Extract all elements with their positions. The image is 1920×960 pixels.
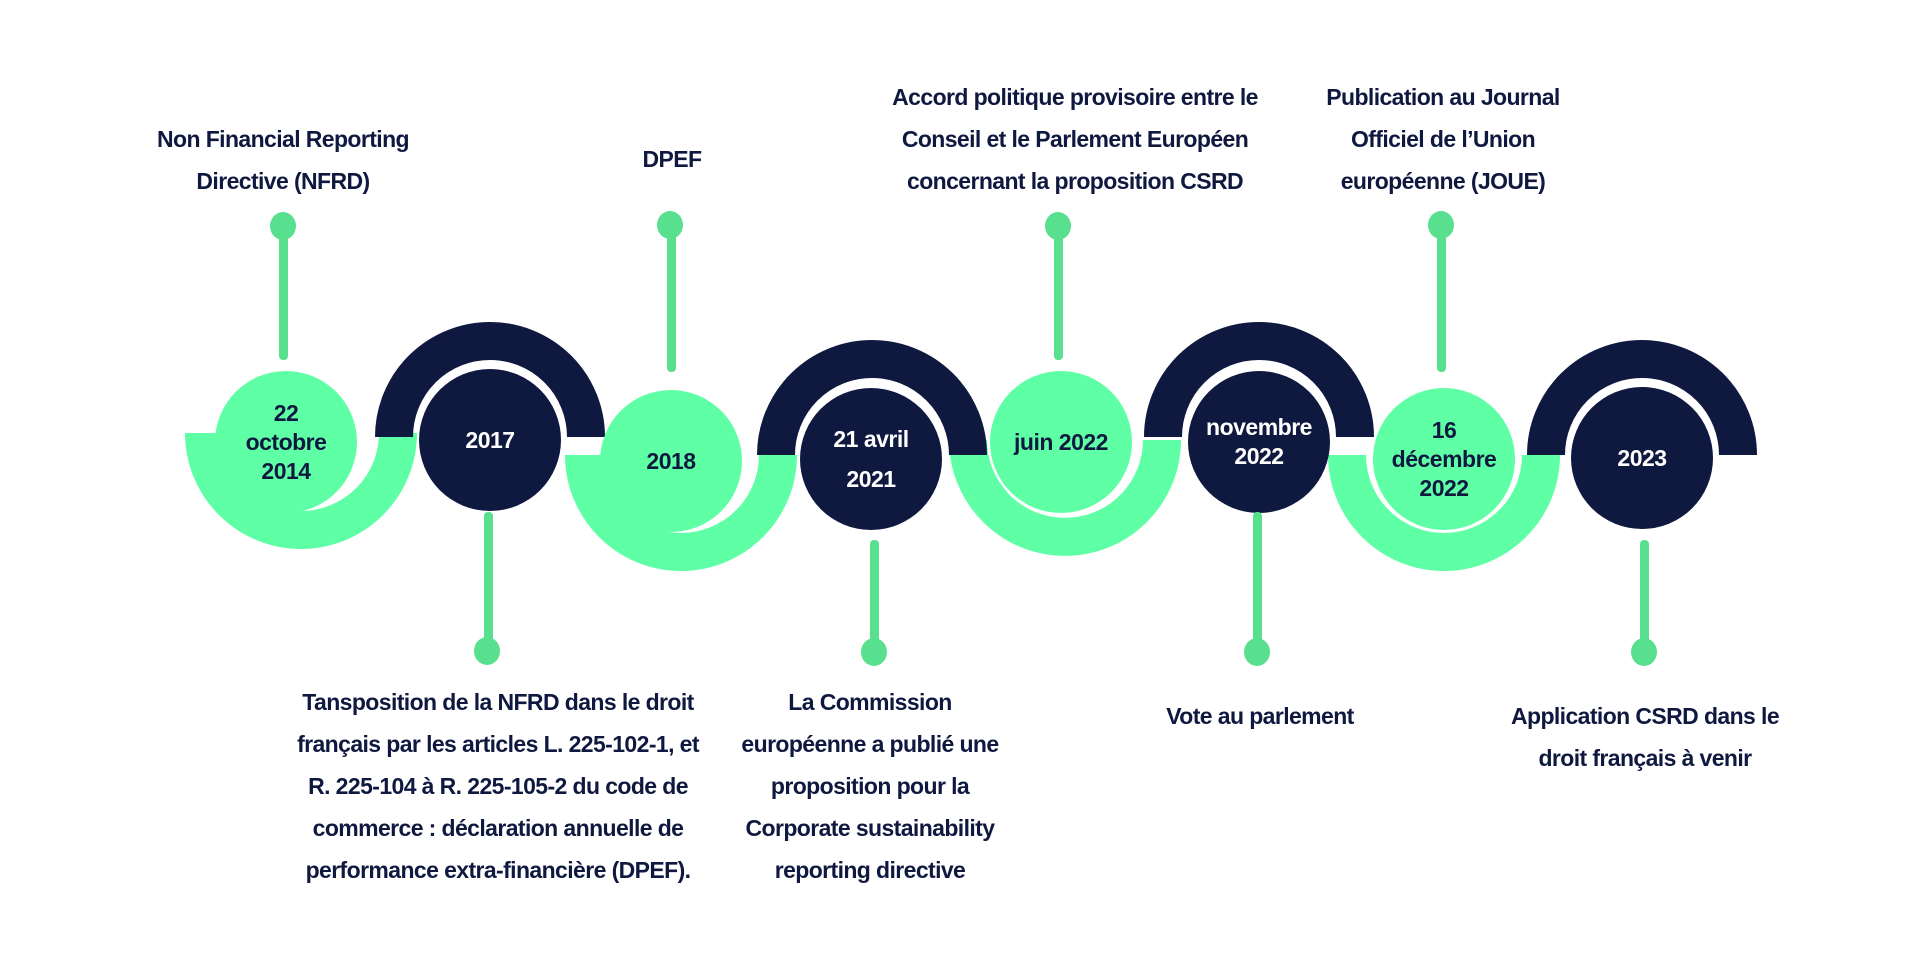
milestone-date: juin 2022 [1014, 428, 1108, 455]
milestone-stem [1640, 540, 1649, 644]
milestone-knob [270, 212, 296, 240]
milestone-caption: Tansposition de la NFRD dans le droit fr… [297, 689, 699, 883]
milestone-knob [657, 211, 683, 239]
milestone-caption: Non Financial Reporting Directive (NFRD) [157, 126, 410, 194]
milestone-stem [279, 228, 288, 360]
milestone-circle-2021: 21 avril 2021 [800, 388, 942, 530]
milestone-stem [1253, 512, 1262, 644]
milestone-circle-2022-dec: 16 décembre 2022 [1373, 388, 1515, 530]
milestone-date: 16 décembre 2022 [1391, 416, 1497, 501]
milestone-stem [484, 512, 493, 644]
milestone-date: 2017 [465, 426, 515, 453]
milestone-knob [861, 638, 887, 666]
milestone-circle-2022-nov: novembre 2022 [1188, 371, 1330, 513]
milestone-circle-2014: 22 octobre 2014 [215, 371, 357, 513]
milestone-caption: Publication au Journal Officiel de l’Uni… [1326, 84, 1560, 194]
milestone-date: 2023 [1617, 444, 1667, 471]
milestone-caption: Vote au parlement [1166, 703, 1354, 729]
milestone-stem [1054, 228, 1063, 360]
ring-lower-2022-dec [1328, 454, 1560, 571]
milestone-caption: DPEF [642, 146, 703, 172]
milestone-knob [474, 637, 500, 665]
milestone-knob [1631, 638, 1657, 666]
milestone-knob [1428, 211, 1454, 239]
milestone-stem [870, 540, 879, 644]
milestone-caption: La Commission européenne a publié une pr… [741, 689, 999, 883]
milestone-stem [1437, 228, 1446, 372]
milestone-circle-2023: 2023 [1571, 387, 1713, 529]
milestone-circle-2018: 2018 [600, 390, 742, 532]
milestone-caption: Application CSRD dans le droit français … [1510, 703, 1780, 771]
milestone-date: 22 octobre 2014 [245, 399, 327, 484]
ring-lower-2022-juin [949, 439, 1181, 556]
milestone-date: novembre 2022 [1206, 414, 1312, 469]
ring-upper-2021 [757, 340, 987, 456]
ring-lower-2018 [565, 454, 797, 571]
ring-upper-2017 [375, 322, 605, 438]
milestone-circle-2022-juin: juin 2022 [990, 371, 1132, 513]
milestone-knob [1045, 212, 1071, 240]
milestone-date: 21 avril 2021 [833, 426, 909, 492]
ring-lower-2014 [185, 432, 417, 549]
ring-upper-2023 [1527, 340, 1757, 456]
milestone-caption: Accord politique provisoire entre le Con… [892, 84, 1258, 194]
milestone-date: 2018 [646, 447, 696, 474]
milestone-circle-2017: 2017 [419, 369, 561, 511]
ring-upper-2022-nov [1144, 322, 1374, 438]
milestone-stem [667, 228, 676, 372]
milestone-knob [1244, 638, 1270, 666]
